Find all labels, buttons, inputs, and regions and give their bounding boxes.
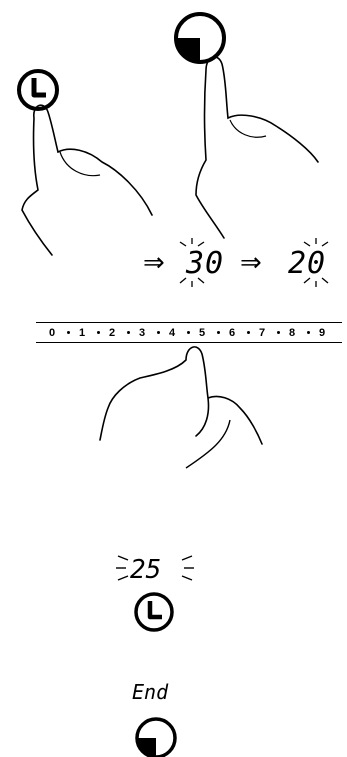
- power-icon: [137, 719, 175, 757]
